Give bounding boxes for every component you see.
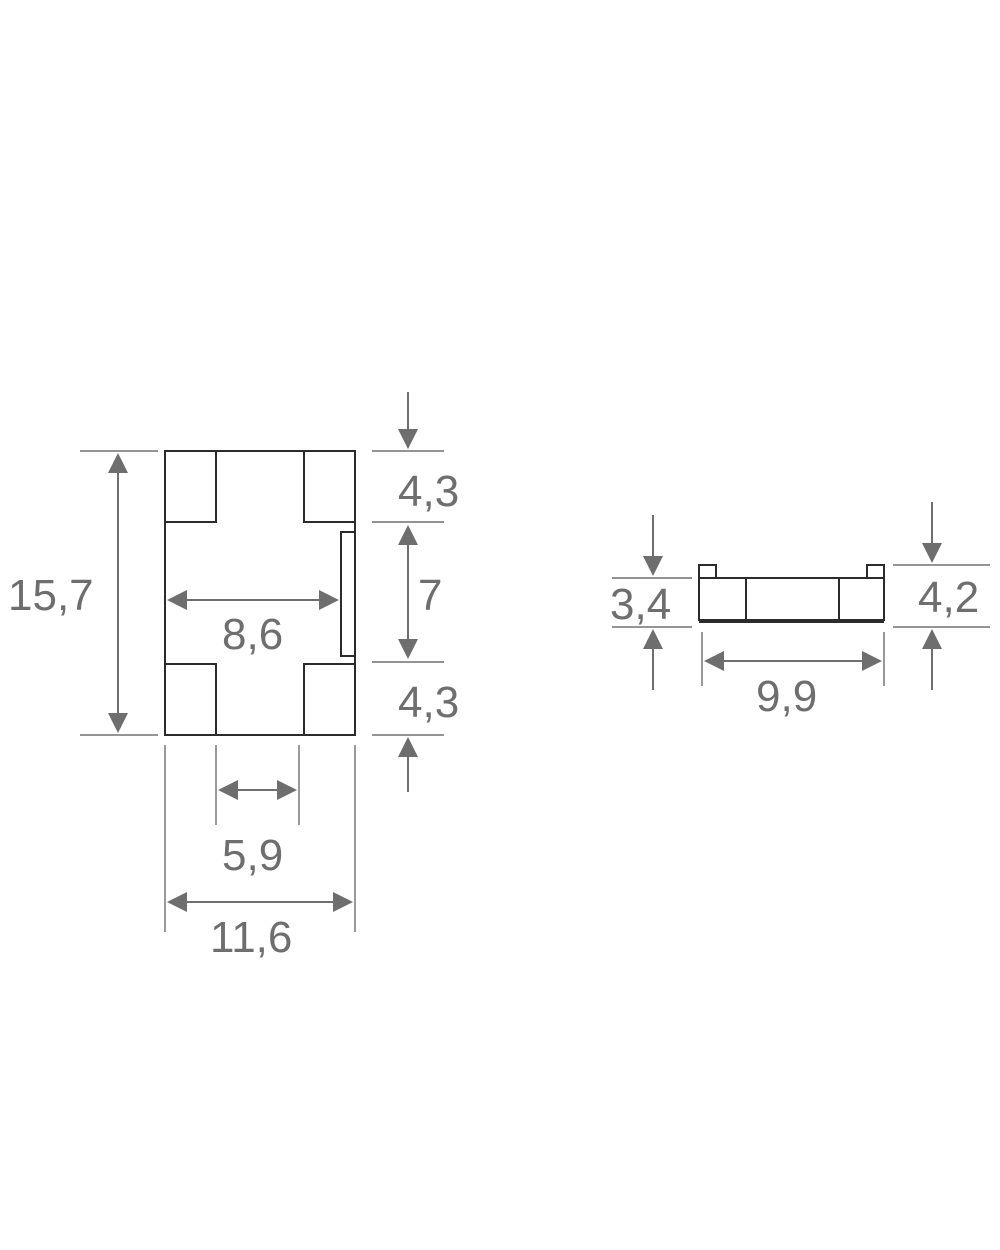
dim-width-total-label: 11,6 — [210, 913, 292, 962]
side-dim-overall-height-label: 4,2 — [918, 573, 979, 622]
side-terminal-right — [866, 564, 885, 578]
pad-bottom-left — [164, 663, 217, 736]
dim-pad-spacing-label: 5,9 — [222, 831, 283, 880]
side-terminal-left — [698, 564, 717, 578]
dim-inner-span-label: 8,6 — [222, 610, 283, 659]
dim-height-total-label: 15,7 — [8, 571, 94, 620]
dim-center-gap-label: 7 — [418, 571, 442, 620]
pad-top-left — [164, 450, 217, 523]
dim-pad-top-label: 4,3 — [398, 467, 459, 516]
pad-top-right — [303, 450, 356, 523]
side-dim-body-height-label: 3,4 — [610, 580, 671, 629]
component-body — [164, 450, 356, 736]
front-view: 15,7 4,3 7 4,3 8,6 5,9 11,6 — [8, 392, 459, 962]
dim-pad-bottom-label: 4,3 — [398, 678, 459, 727]
pad-bottom-right — [303, 663, 356, 736]
side-pad-right — [838, 577, 885, 621]
side-dim-length-label: 9,9 — [756, 672, 817, 721]
side-body — [698, 577, 885, 621]
side-view: 3,4 4,2 9,9 — [610, 502, 990, 721]
side-pad-left — [698, 577, 747, 621]
center-contact-strip — [340, 531, 356, 657]
